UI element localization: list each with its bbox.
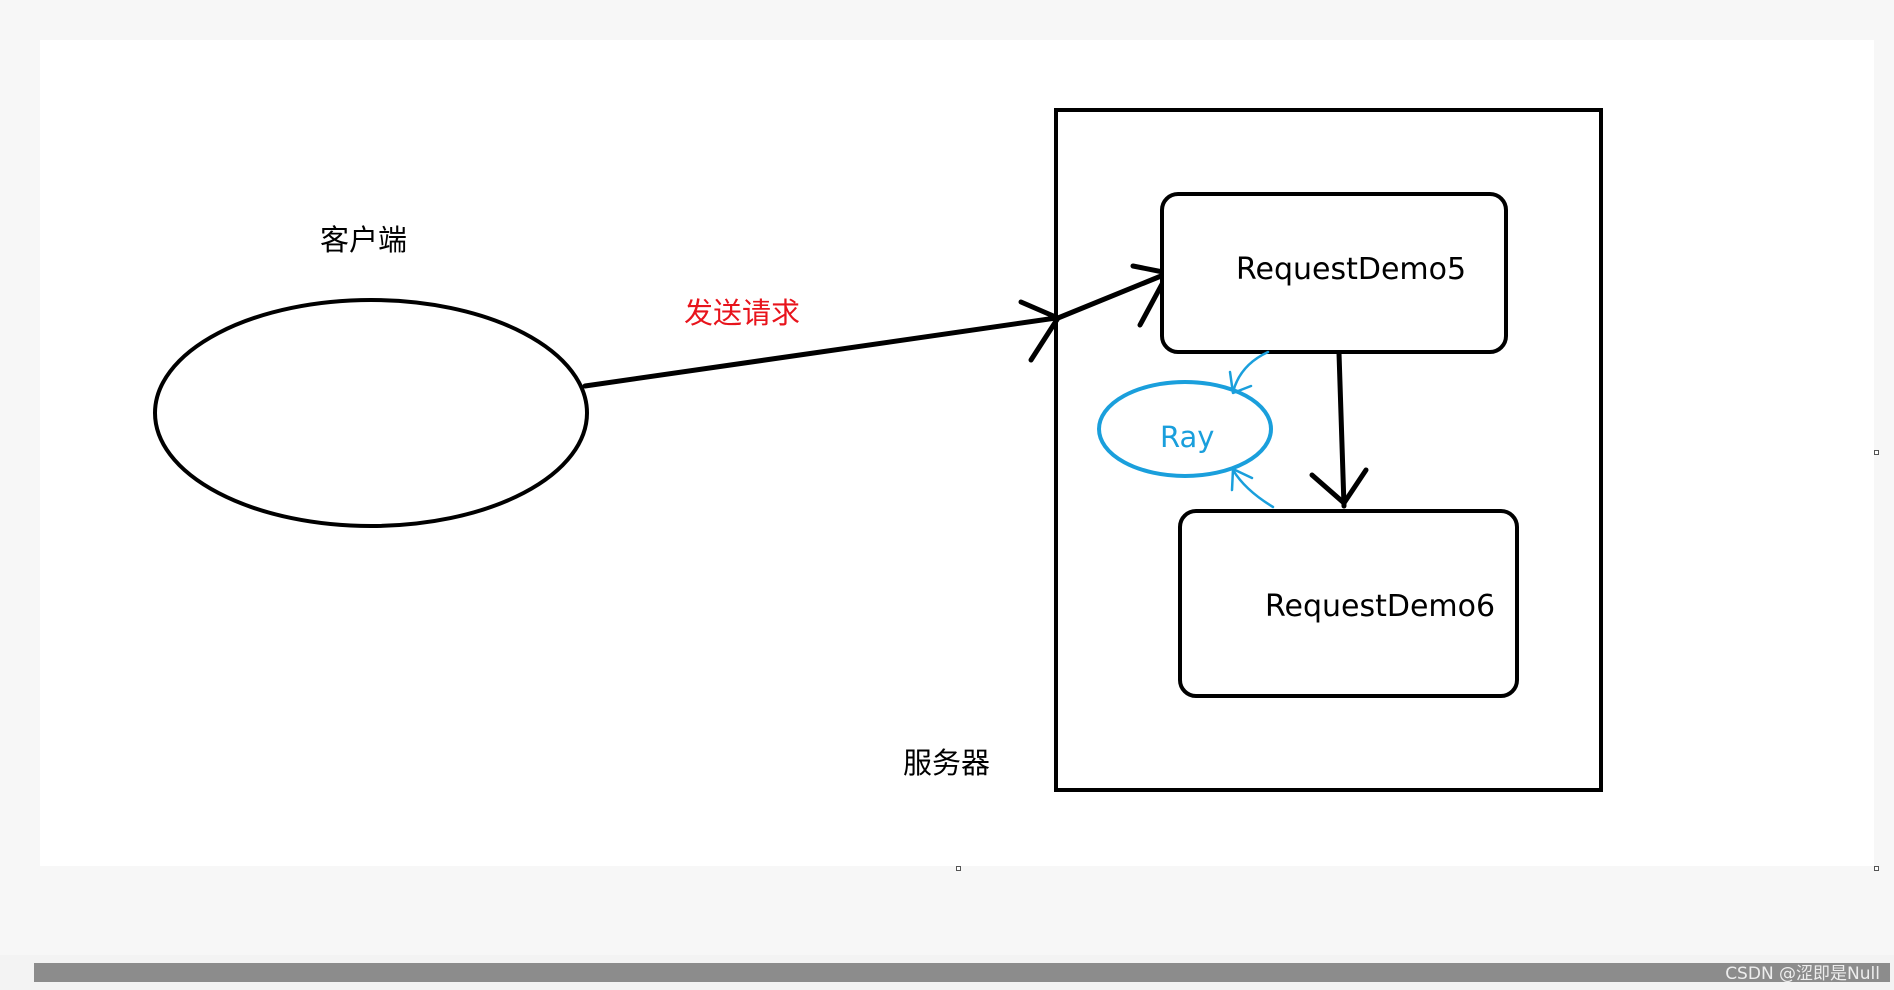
client-label: 客户端 <box>320 223 407 257</box>
ray-label: Ray <box>1160 420 1214 454</box>
request-arrow <box>582 315 1059 389</box>
client-ellipse <box>153 298 589 528</box>
node-demo6-label: RequestDemo6 <box>1265 589 1495 624</box>
ray-arrow-bottom-head <box>1230 467 1254 492</box>
scrollbar-thumb[interactable] <box>34 963 1890 982</box>
resize-handle-right[interactable] <box>1874 450 1879 455</box>
resize-handle-bottom[interactable] <box>956 866 961 871</box>
ray-arrow-top-head <box>1228 370 1253 395</box>
demo5-to-demo6-arrowhead <box>1309 467 1369 506</box>
ray-arrow-top <box>1231 350 1270 394</box>
demo5-to-demo6-arrow <box>1336 350 1347 509</box>
request-label: 发送请求 <box>684 296 800 330</box>
watermark: CSDN @涩即是Null <box>1725 964 1880 984</box>
node-demo5 <box>1160 192 1508 354</box>
drawing-canvas <box>40 40 1874 866</box>
ray-arrow-bottom <box>1231 468 1275 509</box>
resize-handle-corner[interactable] <box>1874 866 1879 871</box>
ray-ellipse <box>1097 380 1273 478</box>
server-box <box>1054 108 1603 792</box>
node-demo6 <box>1178 509 1519 698</box>
server-to-demo5-arrow <box>1055 271 1169 321</box>
server-label: 服务器 <box>903 746 990 780</box>
node-demo5-label: RequestDemo5 <box>1236 252 1466 287</box>
request-arrowhead <box>1018 299 1061 363</box>
